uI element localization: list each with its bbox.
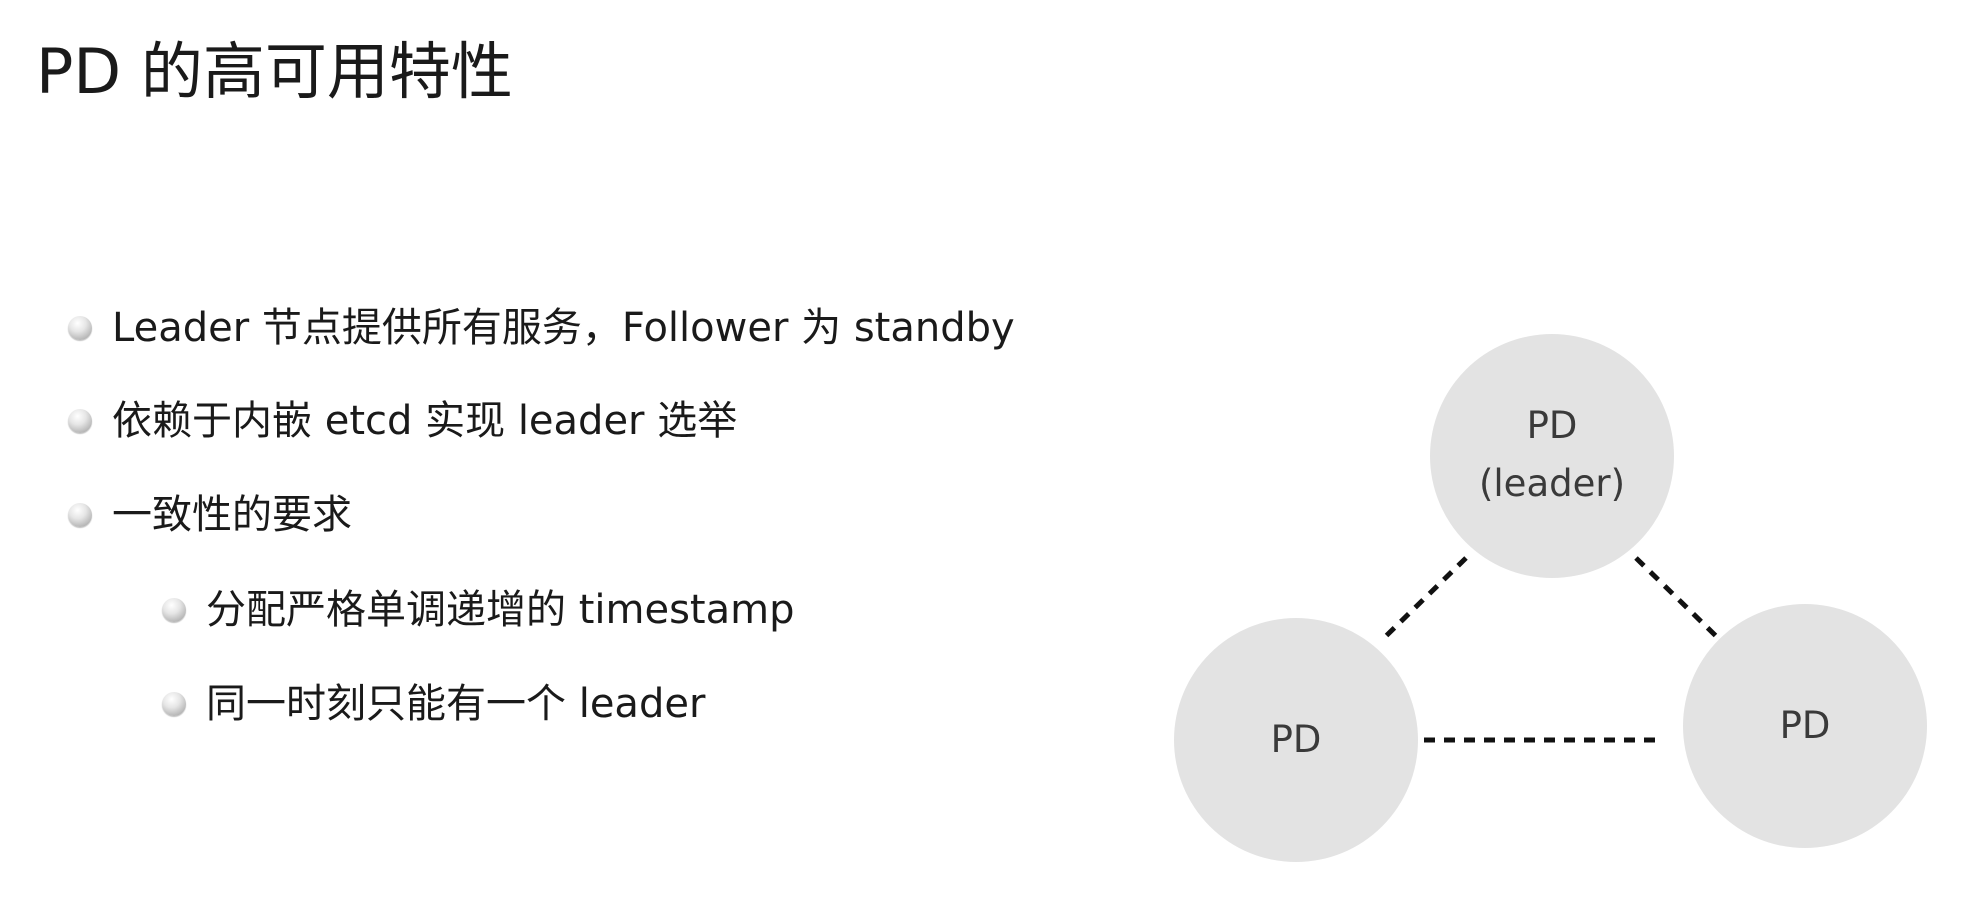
- node-label: PD: [1780, 704, 1831, 747]
- bullet-text: Leader 节点提供所有服务，Follower 为 standby: [112, 305, 1015, 351]
- link-leader-left: [1384, 556, 1468, 638]
- sub-bullet-item-timestamp: 分配严格单调递增的 timestamp: [162, 584, 794, 636]
- bullet-list: Leader 节点提供所有服务，Follower 为 standby 依赖于内嵌…: [68, 302, 1015, 730]
- bullet-item-leader-service: Leader 节点提供所有服务，Follower 为 standby: [68, 302, 1015, 354]
- bullet-item-etcd-election: 依赖于内嵌 etcd 实现 leader 选举: [68, 395, 737, 447]
- pd-node-left: PD: [1174, 618, 1418, 862]
- bullet-icon: [162, 598, 186, 622]
- bullet-text: 依赖于内嵌 etcd 实现 leader 选举: [112, 398, 738, 444]
- pd-cluster-diagram: PD (leader) PD PD: [1150, 320, 1950, 880]
- slide-title: PD 的高可用特性: [36, 35, 513, 108]
- bullet-text: 一致性的要求: [112, 492, 352, 538]
- bullet-icon: [68, 316, 92, 340]
- pd-node-leader: PD (leader): [1430, 334, 1674, 578]
- node-circle: [1683, 604, 1927, 848]
- bullet-icon: [68, 503, 92, 527]
- node-label: PD: [1271, 718, 1322, 761]
- node-sublabel: (leader): [1479, 462, 1625, 505]
- pd-node-right: PD: [1683, 604, 1927, 848]
- bullet-text: 同一时刻只能有一个 leader: [206, 681, 706, 727]
- bullet-icon: [162, 692, 186, 716]
- link-leader-right: [1634, 556, 1718, 638]
- node-circle: [1174, 618, 1418, 862]
- bullet-item-consistency: 一致性的要求: [68, 489, 352, 541]
- sub-bullet-item-single-leader: 同一时刻只能有一个 leader: [162, 678, 705, 730]
- pd-cluster-svg: PD (leader) PD PD: [1174, 334, 1927, 862]
- bullet-text: 分配严格单调递增的 timestamp: [206, 587, 795, 633]
- node-label: PD: [1527, 404, 1578, 447]
- node-circle: [1430, 334, 1674, 578]
- bullet-icon: [68, 409, 92, 433]
